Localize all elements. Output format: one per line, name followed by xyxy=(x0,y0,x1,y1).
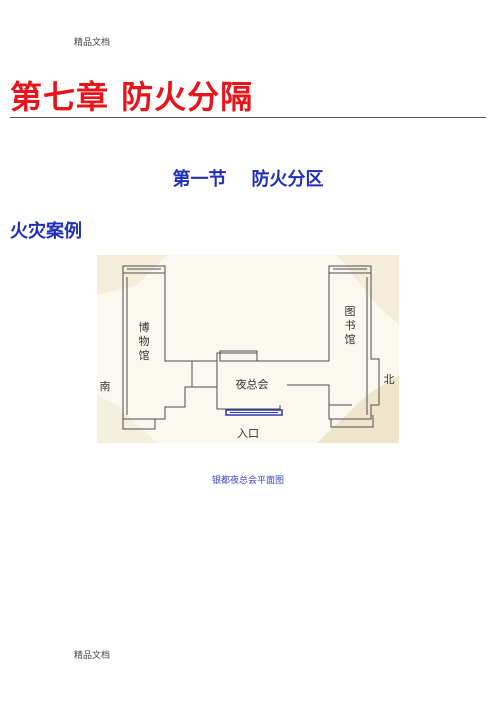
section-title: 第一节 防火分区 xyxy=(172,169,324,190)
entrance-bar xyxy=(225,409,283,416)
library-label-2: 书 xyxy=(345,319,356,332)
figure-background xyxy=(97,255,399,443)
north-label: 北 xyxy=(384,373,395,386)
header-watermark: 精品文档 xyxy=(74,38,111,48)
wash-top-left xyxy=(97,255,167,295)
museum-label-3: 馆 xyxy=(139,348,150,362)
museum-wing-outline xyxy=(122,272,193,420)
entrance-label: 入口 xyxy=(237,427,259,440)
floor-plan-drawing: 博 物 馆 图 书 馆 夜总会 入口 南 北 xyxy=(97,255,399,443)
title-divider xyxy=(10,117,486,118)
library-bottom-bracket xyxy=(330,415,374,428)
library-label-1: 图 xyxy=(345,305,356,318)
library-label-3: 馆 xyxy=(345,332,356,346)
central-right-step xyxy=(287,384,352,406)
south-label: 南 xyxy=(100,380,111,393)
plan-walls xyxy=(122,265,380,430)
central-block-top xyxy=(192,352,329,362)
chapter-title: 第七章 防火分隔 xyxy=(10,78,254,116)
central-block-bottom xyxy=(192,386,281,410)
figure-caption: 银都夜总会平面图 xyxy=(211,476,284,486)
library-cap xyxy=(328,265,372,274)
nightclub-label: 夜总会 xyxy=(236,377,269,391)
case-heading: 火灾案例 xyxy=(10,221,82,242)
museum-cap xyxy=(122,265,166,274)
footer-watermark: 精品文档 xyxy=(74,651,111,661)
museum-label-2: 物 xyxy=(139,334,150,348)
central-top-box xyxy=(219,350,258,362)
museum-label-1: 博 xyxy=(139,321,150,334)
floor-plan-figure: 博 物 馆 图 书 馆 夜总会 入口 南 北 xyxy=(97,255,399,443)
museum-bottom-bracket xyxy=(122,419,156,430)
